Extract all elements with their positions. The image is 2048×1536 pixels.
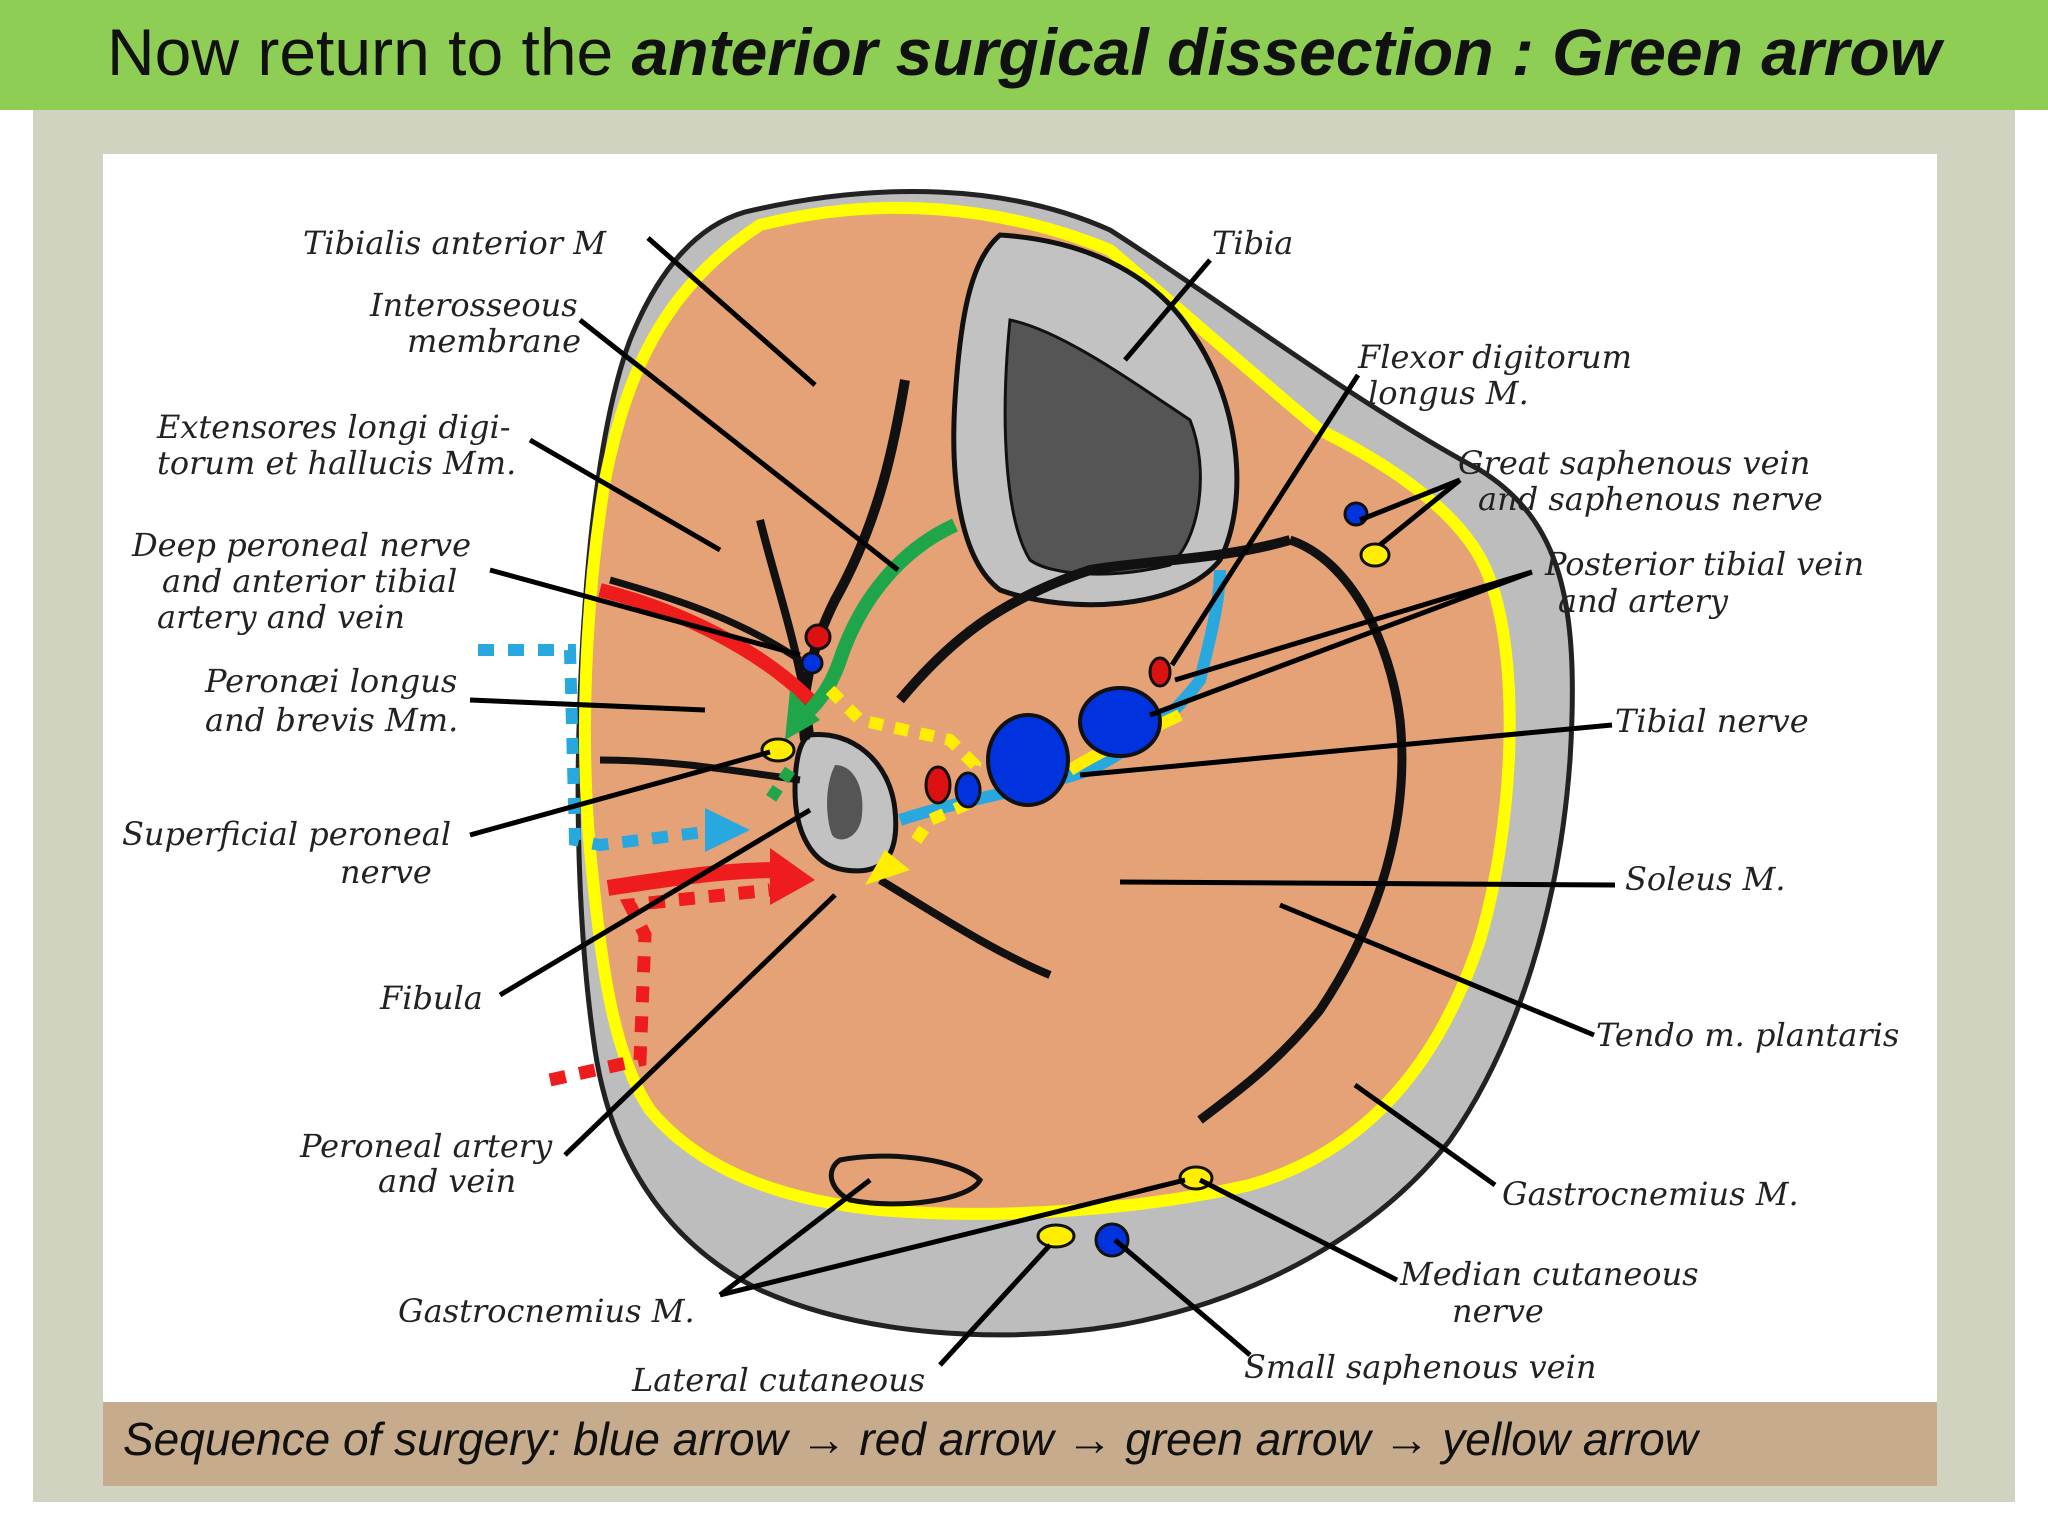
- label-small-saphenous: Small saphenous vein: [1244, 1348, 1596, 1386]
- title-lead: Now return to the: [107, 15, 632, 89]
- label-gastrocnemius-left: Gastrocnemius M.: [398, 1292, 695, 1330]
- great-saphenous-vein: [1343, 501, 1369, 527]
- label-superficial-2: nerve: [340, 853, 432, 891]
- posterior-tibial-vein-2: [1078, 686, 1162, 758]
- septum-interosseous: [896, 535, 1292, 704]
- yellow-arrow-dotted: [825, 685, 982, 854]
- label-tibial-nerve: Tibial nerve: [1615, 702, 1809, 740]
- slide-title: Now return to the anterior surgical diss…: [0, 14, 2048, 90]
- title-emphasis: anterior surgical dissection : Green arr…: [631, 15, 1941, 89]
- blue-arrow-path: [478, 644, 721, 852]
- deep-fascia: [579, 201, 1516, 1220]
- fibula-marrow: [827, 765, 863, 840]
- label-gastrocnemius-right: Gastrocnemius M.: [1502, 1175, 1799, 1213]
- posterior-tibial-artery: [1148, 656, 1172, 688]
- label-soleus: Soleus M.: [1625, 860, 1786, 898]
- label-deep-peroneal-2: and anterior tibial: [162, 562, 457, 600]
- label-interosseous-1: Interosseous: [369, 286, 578, 324]
- leader-lines: [469, 236, 1616, 1367]
- label-flexor-2: longus M.: [1368, 374, 1529, 412]
- caption-text: Sequence of surgery: blue arrow → red ar…: [123, 1413, 1698, 1465]
- label-tibialis-anterior: Tibialis anterior M: [303, 224, 607, 262]
- label-peronaei-2: and brevis Mm.: [205, 701, 458, 739]
- green-arrow-dotted: [765, 766, 795, 804]
- label-peroneal-artery-2: and vein: [378, 1162, 516, 1200]
- red-arrow-lower: [606, 862, 781, 896]
- septum-transverse: [1197, 535, 1407, 1124]
- label-median-cutaneous-1: Median cutaneous: [1399, 1255, 1699, 1293]
- label-deep-peroneal-1: Deep peroneal nerve: [131, 526, 471, 564]
- label-median-cutaneous-2: nerve: [1452, 1292, 1544, 1330]
- title-bar: [0, 0, 2048, 110]
- anterior-tibial-artery: [804, 623, 832, 651]
- septum-lateral-2: [599, 756, 801, 784]
- red-arrow-head: [770, 848, 815, 905]
- yellow-arrow-head: [865, 850, 910, 885]
- septum-lateral: [609, 576, 802, 663]
- label-flexor-1: Flexor digitorum: [1357, 338, 1632, 376]
- label-fibula: Fibula: [379, 979, 483, 1017]
- peroneal-artery: [924, 765, 952, 805]
- label-deep-peroneal-3: artery and vein: [157, 598, 405, 636]
- posterior-tibial-vein-large: [986, 713, 1070, 807]
- label-interosseous-2: membrane: [407, 322, 581, 360]
- gastrocnemius-lower-left: [828, 1153, 984, 1207]
- anterior-tibial-vein: [800, 651, 824, 675]
- blue-arrow-head: [705, 808, 750, 852]
- caption-bar: Sequence of surgery: blue arrow → red ar…: [103, 1402, 1937, 1486]
- saphenous-nerve: [1359, 542, 1391, 568]
- label-lateral-cutaneous: Lateral cutaneous: [631, 1361, 925, 1399]
- label-great-saphenous-1: Great saphenous vein: [1458, 444, 1810, 482]
- septum-lower: [877, 876, 1052, 979]
- label-great-saphenous-2: and saphenous nerve: [1478, 480, 1823, 518]
- green-arrow-head: [785, 690, 820, 740]
- label-tendo: Tendo m. plantaris: [1596, 1016, 1899, 1054]
- superficial-peroneal-nerve-dot: [760, 737, 796, 763]
- label-peroneal-artery-1: Peroneal artery: [299, 1127, 553, 1165]
- label-tibia: Tibia: [1212, 224, 1293, 262]
- red-arrow-dotted: [548, 883, 771, 1087]
- lateral-cutaneous-nerve-dot: [1036, 1223, 1076, 1249]
- label-posterior-tibial-2: and artery: [1558, 582, 1729, 620]
- label-superficial-1: Superficial peroneal: [122, 815, 451, 853]
- label-extensores-1: Extensores longi digi-: [156, 408, 511, 446]
- label-peronaei-1: Peronæi longus: [204, 662, 457, 700]
- peroneal-vein: [954, 771, 982, 809]
- label-extensores-2: torum et hallucis Mm.: [157, 444, 516, 482]
- label-posterior-tibial-1: Posterior tibial vein: [1544, 545, 1864, 583]
- small-saphenous-vein: [1094, 1222, 1130, 1258]
- green-arrow-path: [792, 518, 958, 727]
